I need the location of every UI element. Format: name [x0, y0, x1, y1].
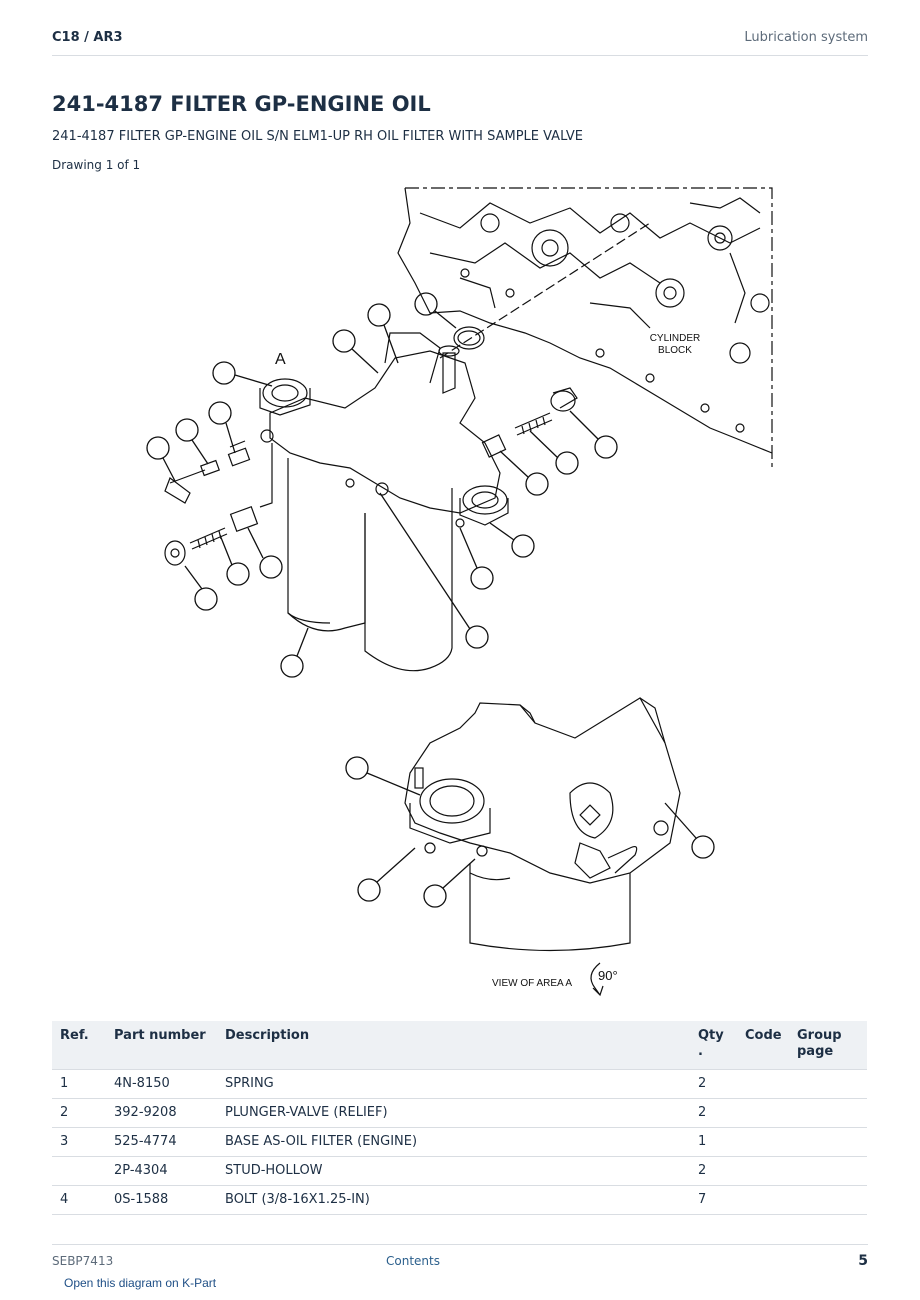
col-header-qty: Qty . [690, 1021, 737, 1070]
cell-ref [52, 1156, 106, 1186]
cell-qty: 2 [690, 1098, 737, 1128]
cell-qty: 1 [690, 1127, 737, 1157]
col-header-qty-line1: Qty [698, 1028, 724, 1043]
contents-link[interactable]: Contents [386, 1254, 440, 1268]
drawing-count: Drawing 1 of 1 [52, 158, 141, 172]
cell-part-number: 2P-4304 [106, 1156, 217, 1186]
page-subtitle: 241-4187 FILTER GP-ENGINE OIL S/N ELM1-U… [52, 129, 584, 144]
cell-qty: 2 [690, 1069, 737, 1099]
cell-description: SPRING [217, 1069, 690, 1099]
cell-group [789, 1156, 867, 1186]
table-row: 3 525-4774 BASE AS-OIL FILTER (ENGINE) 1 [52, 1127, 867, 1157]
cell-description: BOLT (3/8-16X1.25-IN) [217, 1185, 690, 1215]
cell-part-number: 4N-8150 [106, 1069, 217, 1099]
page-footer: SEBP7413 Contents 5 [52, 1244, 868, 1274]
parts-table: Ref. Part number Description Qty . Code … [52, 1021, 867, 1215]
cell-code [737, 1127, 789, 1157]
col-header-description: Description [217, 1021, 690, 1070]
cylinder-block-drawing [397, 187, 773, 468]
cell-part-number: 0S-1588 [106, 1185, 217, 1215]
detail-view-drawing [404, 697, 681, 952]
col-header-group-page: Group page [789, 1021, 867, 1070]
oil-filter-canisters-drawing [287, 458, 453, 672]
view-of-area-label: VIEW OF AREA A [492, 978, 572, 989]
page-title: 241-4187 FILTER GP-ENGINE OIL [52, 92, 431, 116]
callouts-lower [345, 756, 715, 908]
filter-base-drawing [259, 332, 509, 528]
page-header: C18 / AR3 Lubrication system [52, 28, 868, 56]
col-header-group-line1: Group [797, 1028, 842, 1043]
rotation-arrow-icon [590, 962, 604, 997]
cell-part-number: 525-4774 [106, 1127, 217, 1157]
cell-ref: 1 [52, 1069, 106, 1099]
cell-group [789, 1069, 867, 1099]
col-header-part-number: Part number [106, 1021, 217, 1070]
cell-qty: 7 [690, 1185, 737, 1215]
model-label: C18 / AR3 [52, 30, 123, 45]
cell-description: PLUNGER-VALVE (RELIEF) [217, 1098, 690, 1128]
right-valve-parts-drawing [481, 387, 578, 458]
col-header-qty-line2: . [698, 1044, 703, 1059]
cell-part-number: 392-9208 [106, 1098, 217, 1128]
cell-code [737, 1156, 789, 1186]
cell-code [737, 1185, 789, 1215]
cell-group [789, 1185, 867, 1215]
cell-group [789, 1098, 867, 1128]
cell-group [789, 1127, 867, 1157]
exploded-parts-diagram: A CYLINDER BLOCK VIEW OF AREA A 90° [130, 183, 790, 1003]
table-row: 1 4N-8150 SPRING 2 [52, 1069, 867, 1099]
cell-ref: 2 [52, 1098, 106, 1128]
col-header-ref: Ref. [52, 1021, 106, 1070]
table-header-row: Ref. Part number Description Qty . Code … [52, 1021, 867, 1070]
col-header-group-line2: page [797, 1044, 834, 1059]
label-a: A [275, 351, 286, 368]
left-valve-parts-drawing [164, 440, 273, 566]
page-number: 5 [858, 1253, 868, 1269]
cylinder-block-label-line2: BLOCK [658, 345, 692, 356]
document-number: SEBP7413 [52, 1254, 114, 1268]
cell-ref: 4 [52, 1185, 106, 1215]
rotation-label: 90° [598, 968, 618, 983]
cell-description: STUD-HOLLOW [217, 1156, 690, 1186]
cylinder-block-label-line1: CYLINDER [650, 333, 701, 344]
table-row: 2P-4304 STUD-HOLLOW 2 [52, 1156, 867, 1186]
cell-description: BASE AS-OIL FILTER (ENGINE) [217, 1127, 690, 1157]
kpart-diagram-link[interactable]: Open this diagram on K-Part [64, 1276, 217, 1290]
callouts-upper [146, 292, 618, 678]
cell-qty: 2 [690, 1156, 737, 1186]
section-label: Lubrication system [744, 30, 868, 45]
table-row: 2 392-9208 PLUNGER-VALVE (RELIEF) 2 [52, 1098, 867, 1128]
cell-code [737, 1069, 789, 1099]
cell-code [737, 1098, 789, 1128]
table-row: 4 0S-1588 BOLT (3/8-16X1.25-IN) 7 [52, 1185, 867, 1215]
col-header-code: Code [737, 1021, 789, 1070]
cell-ref: 3 [52, 1127, 106, 1157]
